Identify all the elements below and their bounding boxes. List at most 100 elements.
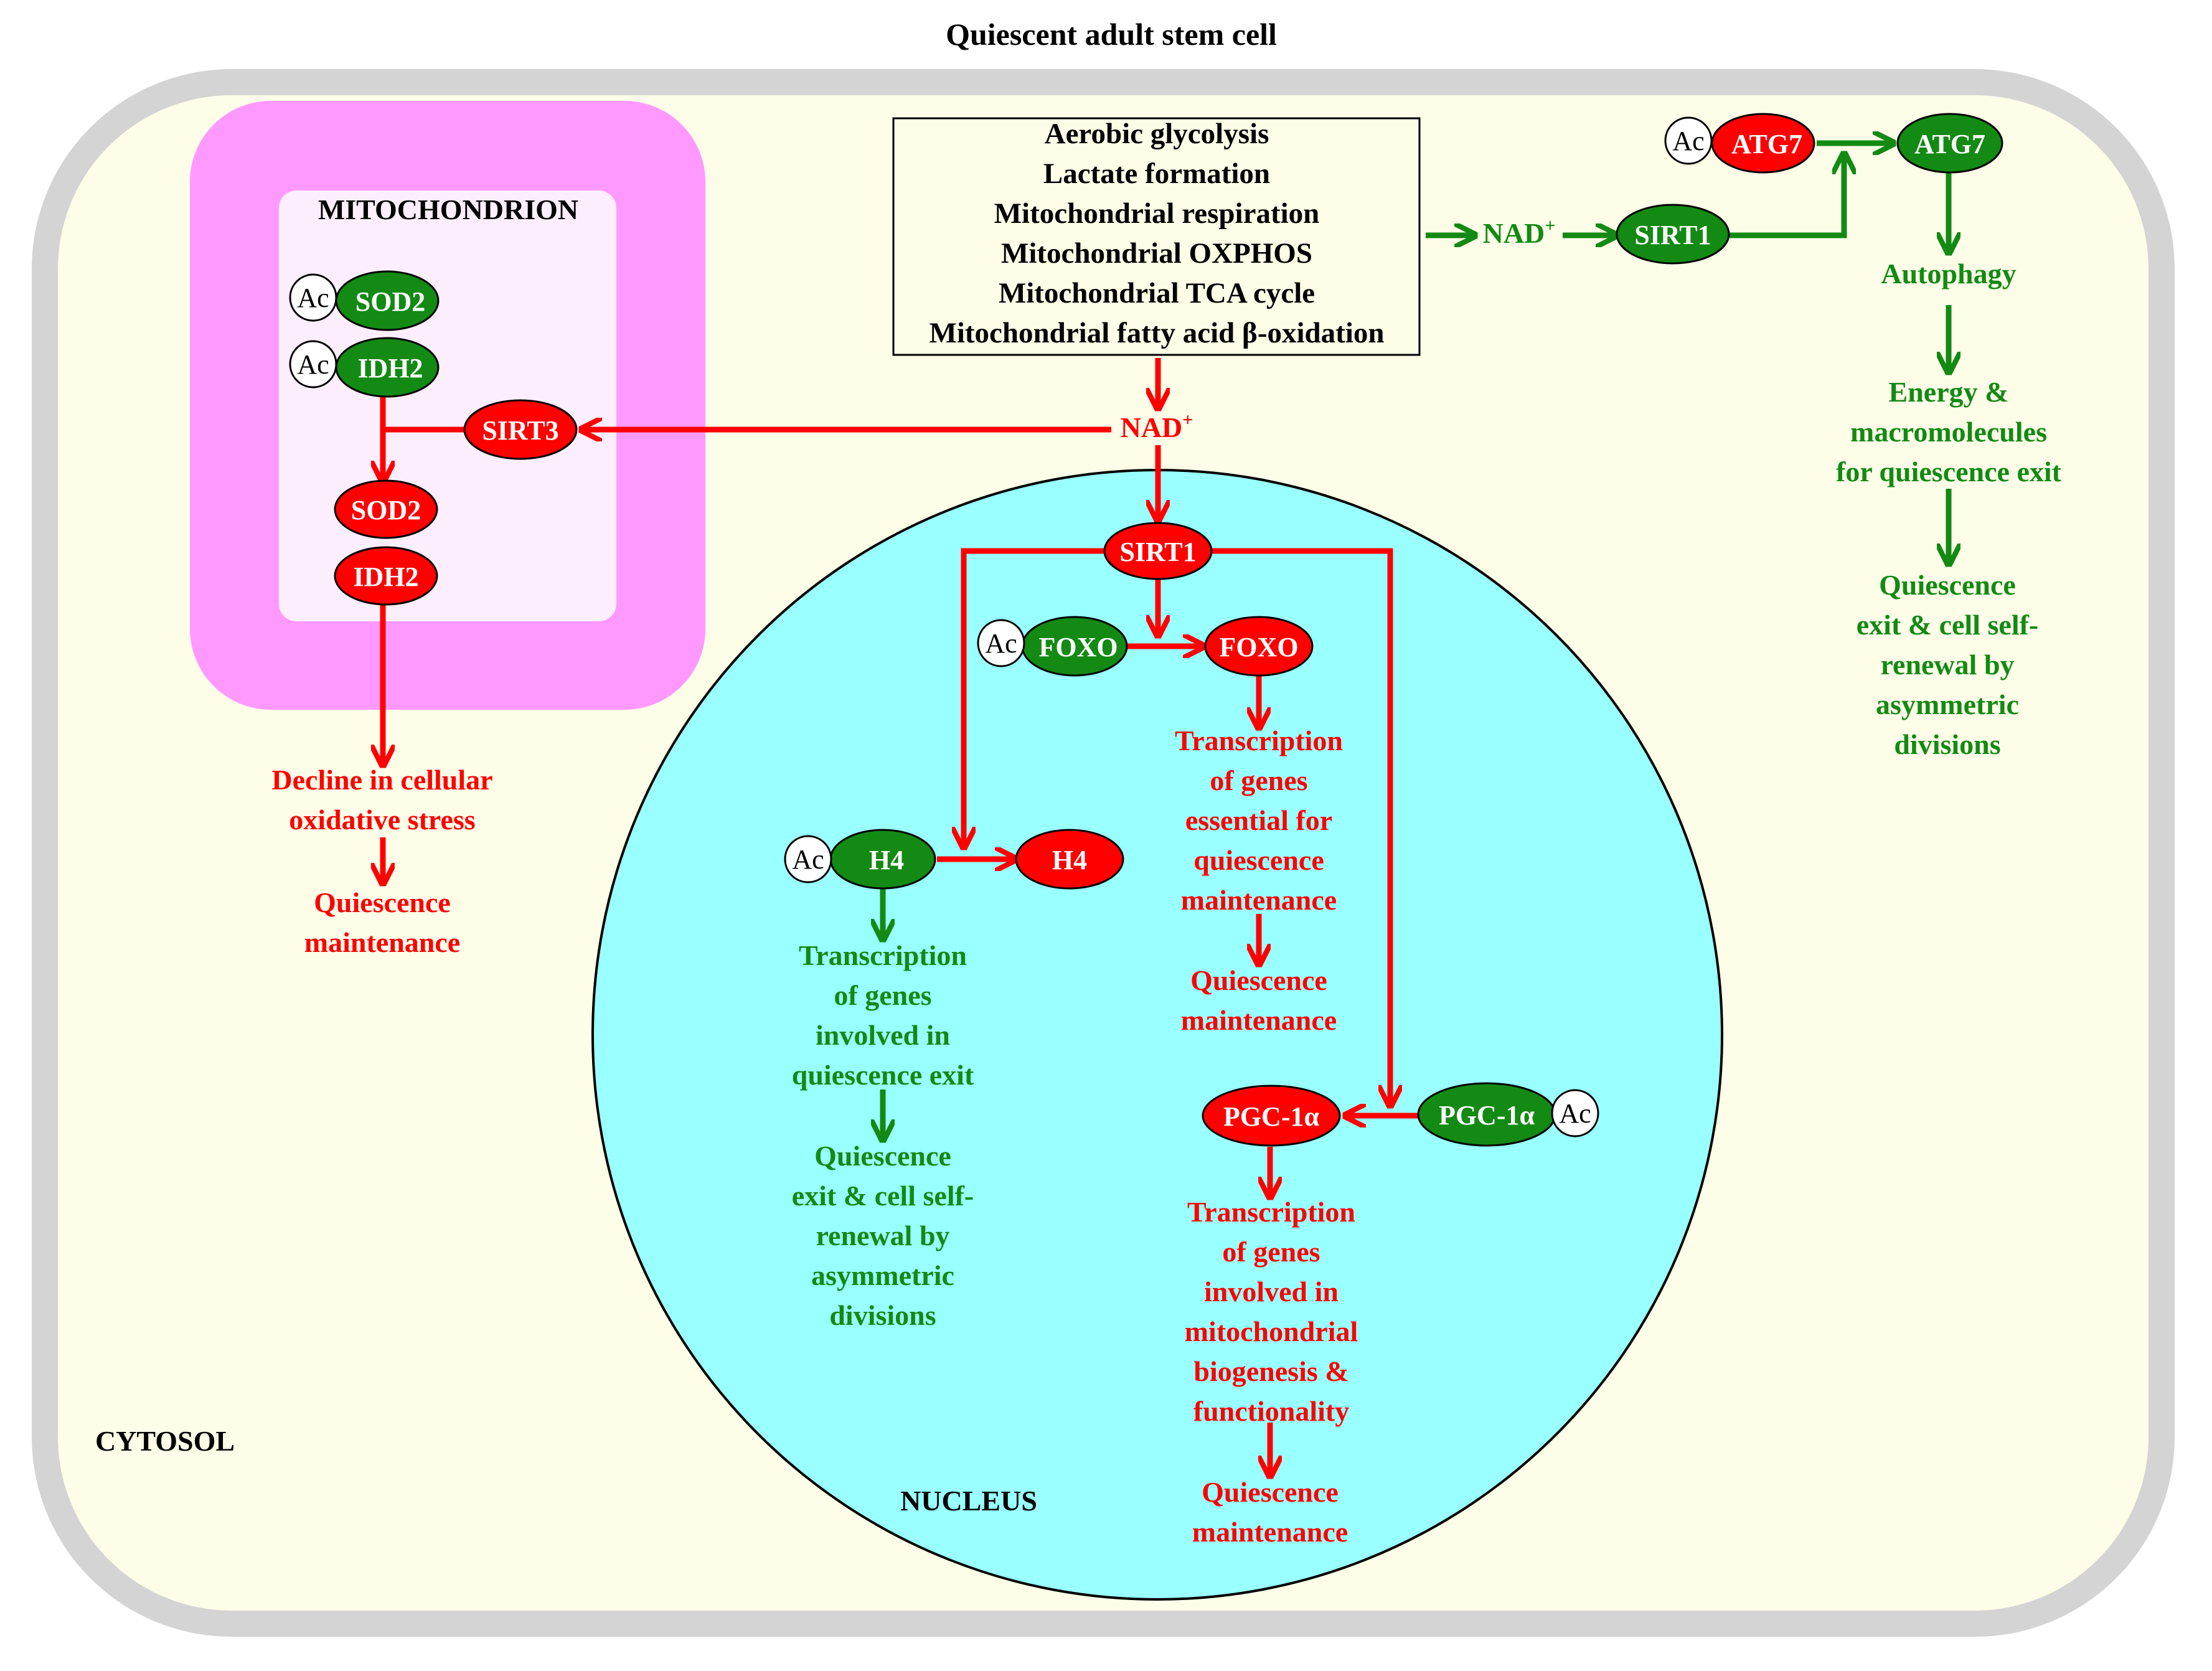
ac-label: Ac [297, 283, 329, 313]
h4-label: H4 [1052, 845, 1087, 875]
ac-pgc1a: Ac PGC-1α [1417, 1082, 1599, 1147]
nad-right: NAD+ [1483, 215, 1556, 249]
outcome-line: Transcription [799, 939, 967, 971]
outcome-foxo-quiescence: Quiescence maintenance [1181, 964, 1337, 1036]
outcome-line: mitochondrial [1185, 1316, 1358, 1347]
outcome-line: macromolecules [1850, 416, 2047, 448]
outcome-line: Quiescence [314, 887, 451, 918]
outcome-line: involved in [1204, 1276, 1339, 1307]
foxo-label: FOXO [1219, 632, 1298, 662]
pgc1a-oval: PGC-1α [1202, 1085, 1341, 1147]
nucleus-label: NUCLEUS [900, 1485, 1037, 1517]
nucleus [591, 469, 1723, 1601]
outcome-line: renewal by [816, 1220, 949, 1251]
metabolism-box [892, 117, 1421, 356]
arrow-sirt1-to-h4 [964, 548, 1108, 847]
sod2-label: SOD2 [351, 495, 421, 525]
sirt3-label: SIRT3 [482, 415, 558, 446]
outcome-line: exit & cell self- [1857, 609, 2038, 641]
outcome-line: oxidative stress [289, 804, 475, 835]
ac-atg7: Ac ATG7 [1664, 113, 1815, 174]
h4-oval: H4 [1015, 829, 1124, 890]
outcome-mito-quiescence: Quiescence maintenance [304, 887, 460, 958]
ac-label: Ac [1559, 1098, 1591, 1129]
outcome-line: essential for [1185, 804, 1332, 836]
nad-center: NAD+ [1121, 410, 1193, 443]
ac-label: Ac [297, 349, 329, 380]
nad-center-label: NAD [1121, 412, 1183, 443]
outcome-line: for quiescence exit [1836, 456, 2062, 487]
outcome-line: Quiescence [1202, 1476, 1339, 1508]
outcome-line: Quiescence [1190, 964, 1327, 996]
metabolism-item: Mitochondrial OXPHOS [1001, 237, 1312, 270]
metabolism-item: Aerobic glycolysis [1045, 118, 1269, 150]
outcome-line: renewal by [1880, 649, 2014, 680]
svg-text:NAD+: NAD+ [1121, 410, 1193, 443]
outcome-line: maintenance [1192, 1516, 1348, 1548]
ac-label: Ac [1672, 126, 1704, 156]
outcome-line: quiescence [1193, 844, 1324, 876]
outcome-h4-transcription: Transcription of genes involved in quies… [792, 939, 974, 1091]
outcome-foxo-transcription: Transcription of genes essential for qui… [1175, 725, 1343, 916]
ac-h4: Ac H4 [784, 829, 936, 890]
sod2-acetylated-label: SOD2 [355, 286, 425, 317]
nad-center-plus: + [1182, 410, 1193, 430]
outcome-line: involved in [816, 1019, 950, 1051]
outcome-line: Autophagy [1881, 258, 2016, 289]
arrow-sirt1-to-pgc [1208, 548, 1390, 1105]
ac-label: Ac [792, 844, 824, 875]
mitochondrion-label: MITOCHONDRION [318, 194, 578, 225]
pgc1a-label: PGC-1α [1223, 1101, 1320, 1132]
outcome-line: asymmetric [811, 1259, 954, 1291]
outcome-line: biogenesis & [1193, 1355, 1348, 1387]
metabolism-list: Aerobic glycolysis Lactate formation Mit… [929, 118, 1384, 349]
sirt1-cytosol-oval: SIRT1 [1616, 204, 1730, 265]
outcome-line: functionality [1193, 1395, 1349, 1427]
outcome-mito-stress: Decline in cellular oxidative stress [271, 764, 492, 835]
sirt1-cytosol-label: SIRT1 [1634, 220, 1711, 250]
ac-sod2: Ac SOD2 [289, 270, 440, 331]
outcome-pgc-quiescence: Quiescence maintenance [1192, 1476, 1348, 1548]
sirt1-nucleus-oval: SIRT1 [1103, 522, 1213, 580]
ac-idh2: Ac IDH2 [289, 337, 440, 398]
nad-right-plus: + [1545, 215, 1555, 236]
outcome-line: exit & cell self- [792, 1180, 974, 1212]
outcome-energy: Energy & macromolecules for quiescence e… [1836, 376, 2062, 487]
outcome-line: Transcription [1175, 725, 1343, 756]
outcome-line: asymmetric [1876, 689, 2019, 720]
outcome-line: Quiescence [1879, 569, 2016, 601]
idh2-acetylated-label: IDH2 [357, 353, 423, 384]
outcome-line: divisions [1894, 728, 2000, 760]
outcome-line: maintenance [1181, 884, 1337, 916]
figure-title: Quiescent adult stem cell [946, 17, 1277, 52]
atg7-label: ATG7 [1914, 129, 1985, 159]
sirt1-nucleus-label: SIRT1 [1119, 537, 1196, 567]
metabolism-item: Mitochondrial respiration [994, 197, 1320, 230]
sod2-oval: SOD2 [334, 479, 438, 539]
metabolism-item: Lactate formation [1043, 158, 1270, 190]
arrow-sirt1-to-atg7-step [1728, 154, 1844, 238]
idh2-label: IDH2 [353, 562, 418, 592]
outcome-line: Decline in cellular [271, 764, 492, 796]
outcome-atg7-exit: Quiescence exit & cell self- renewal by … [1857, 569, 2038, 760]
metabolism-item: Mitochondrial TCA cycle [999, 277, 1315, 309]
outcome-line: maintenance [1181, 1004, 1337, 1036]
foxo-acetylated-label: FOXO [1038, 632, 1118, 662]
outcome-line: quiescence exit [792, 1059, 974, 1091]
outcome-autophagy: Autophagy [1881, 258, 2016, 289]
cytosol-label: CYTOSOL [95, 1425, 235, 1457]
h4-acetylated-label: H4 [869, 845, 904, 875]
outcome-line: of genes [834, 979, 931, 1011]
outcome-line: maintenance [304, 926, 460, 958]
ac-label: Ac [985, 628, 1017, 659]
idh2-oval: IDH2 [334, 546, 438, 606]
outcome-line: Quiescence [814, 1140, 951, 1172]
mitochondrion-inner [279, 191, 616, 621]
outcome-line: of genes [1222, 1236, 1320, 1268]
sirt3-oval: SIRT3 [463, 399, 578, 460]
outcome-pgc-transcription: Transcription of genes involved in mitoc… [1185, 1196, 1358, 1427]
outcome-line: divisions [829, 1299, 936, 1331]
metabolism-item: Mitochondrial fatty acid β-oxidation [929, 317, 1384, 349]
outcome-line: Energy & [1889, 376, 2009, 408]
